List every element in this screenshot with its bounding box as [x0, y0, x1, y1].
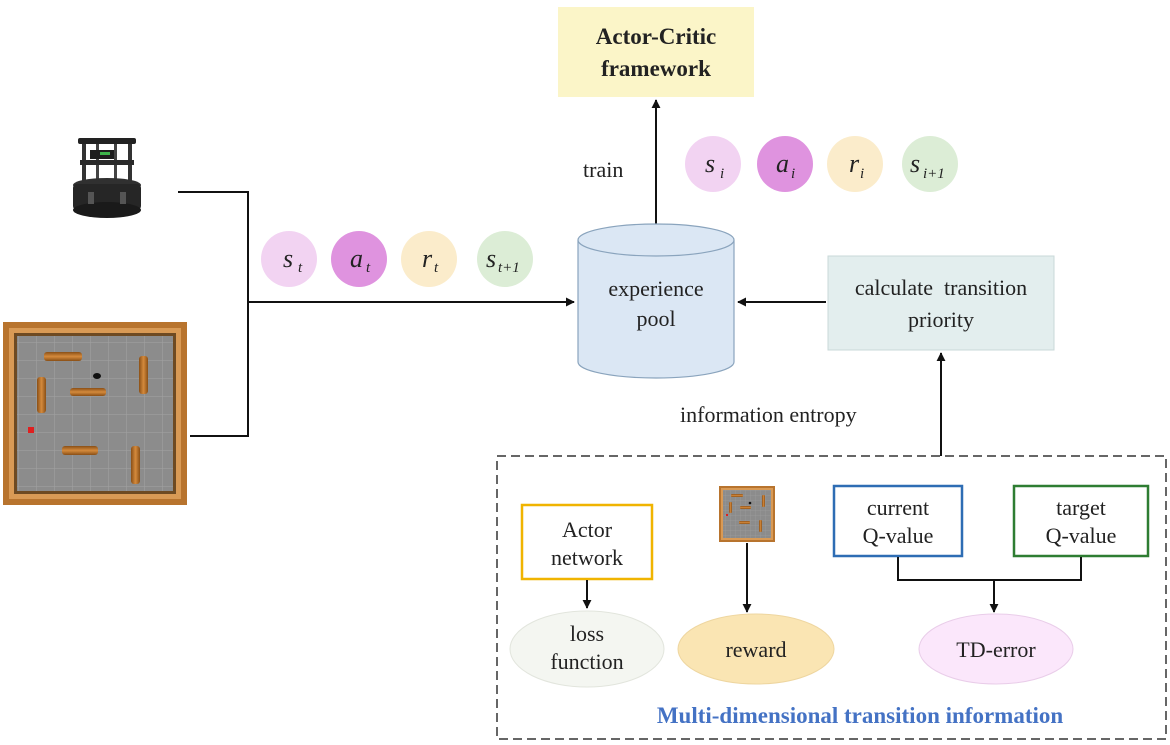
- td-error-label: TD-error: [956, 637, 1036, 662]
- next-state-i-sub: i+1: [923, 166, 945, 182]
- state-t-label: s: [283, 244, 293, 273]
- loss-function-ellipse: loss function: [509, 610, 665, 688]
- state-i-circle: [685, 136, 741, 192]
- action-t-circle: [331, 231, 387, 287]
- action-i-sub: i: [791, 166, 795, 182]
- priority-line2: priority: [908, 307, 974, 332]
- actor-network-line1: Actor: [562, 517, 613, 542]
- priority-line1: calculate transition: [855, 275, 1027, 300]
- reward-i-sub: i: [860, 166, 864, 182]
- train-label: train: [583, 157, 623, 182]
- state-t-sub: t: [298, 260, 303, 276]
- q-merge-connector: [897, 557, 1082, 613]
- actor-critic-box: Actor-Critic framework: [558, 7, 754, 97]
- reward-ellipse: reward: [677, 613, 835, 685]
- robot-icon: [73, 138, 141, 218]
- transition-t-group: s t a t r t s t+1: [261, 231, 533, 287]
- actor-network-box: Actor network: [520, 503, 654, 581]
- transition-i-group: s i a i r i s i+1: [685, 136, 958, 192]
- next-state-i-label: s: [910, 149, 920, 178]
- loss-line1: loss: [570, 621, 604, 646]
- current-q-line1: current: [867, 495, 929, 520]
- actor-critic-line2: framework: [601, 56, 711, 81]
- action-t-sub: t: [366, 260, 371, 276]
- state-i-label: s: [705, 149, 715, 178]
- reward-t-circle: [401, 231, 457, 287]
- action-t-label: a: [350, 244, 363, 273]
- reward-t-label: r: [422, 244, 433, 273]
- reward-t-sub: t: [434, 260, 439, 276]
- info-entropy-label: information entropy: [680, 402, 857, 427]
- maze-map-icon: [3, 322, 187, 505]
- target-q-box: target Q-value: [1012, 484, 1150, 558]
- actor-network-line2: network: [551, 545, 623, 570]
- experience-pool-cylinder: experience pool: [577, 223, 735, 379]
- target-q-line2: Q-value: [1046, 523, 1117, 548]
- panel-title: Multi-dimensional transition information: [657, 703, 1064, 728]
- next-state-i-circle: [902, 136, 958, 192]
- pool-line1: experience: [608, 276, 703, 301]
- maze-map-small-icon: [719, 486, 775, 542]
- state-t-circle: [261, 231, 317, 287]
- next-state-t-circle: [477, 231, 533, 287]
- action-i-circle: [757, 136, 813, 192]
- reward-i-circle: [827, 136, 883, 192]
- next-state-t-sub: t+1: [498, 260, 520, 276]
- current-q-line2: Q-value: [863, 523, 934, 548]
- actor-critic-line1: Actor-Critic: [596, 24, 716, 49]
- loss-line2: function: [550, 649, 623, 674]
- current-q-box: current Q-value: [832, 484, 964, 558]
- priority-box: calculate transition priority: [827, 255, 1055, 351]
- td-error-ellipse: TD-error: [918, 613, 1074, 685]
- action-i-label: a: [776, 149, 789, 178]
- next-state-t-label: s: [486, 244, 496, 273]
- reward-label: reward: [725, 637, 786, 662]
- state-i-sub: i: [720, 166, 724, 182]
- reward-i-label: r: [849, 149, 860, 178]
- target-q-line1: target: [1056, 495, 1106, 520]
- input-connector: [178, 191, 575, 437]
- pool-line2: pool: [636, 306, 675, 331]
